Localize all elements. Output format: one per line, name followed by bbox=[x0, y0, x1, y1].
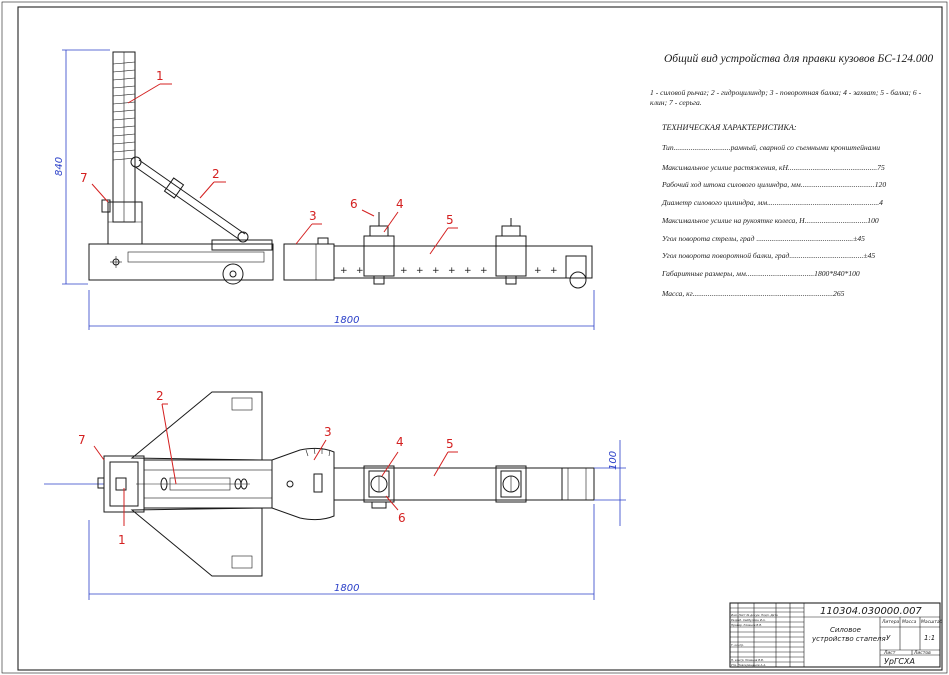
spec-line-diameter: Диаметр силового цилиндра, мм...........… bbox=[661, 198, 883, 207]
top-callout-2: 2 bbox=[156, 389, 164, 403]
title-scale-value: 1:1 bbox=[924, 634, 935, 642]
title-sheet-label: Лист bbox=[883, 650, 896, 656]
spec-line-mass: Масса, кг...............................… bbox=[661, 289, 845, 298]
inner-frame bbox=[17, 6, 943, 671]
top-view: 1 2 3 4 5 6 7 1800 100 bbox=[44, 389, 626, 600]
side-clamp-2 bbox=[495, 218, 527, 285]
title-letter-label: Литера bbox=[881, 619, 900, 625]
top-wing-upper bbox=[130, 391, 263, 461]
side-view: + + + + + + + + + + bbox=[54, 49, 595, 330]
side-wheel-rear bbox=[569, 271, 587, 289]
svg-text:+: + bbox=[356, 266, 364, 276]
spec-line-beam-angle: Угол поворота поворотной балки, град....… bbox=[662, 251, 875, 260]
tb-row-tech-control: Т. контр. bbox=[731, 643, 744, 647]
svg-text:+: + bbox=[448, 266, 456, 276]
title-mass-label: Масса bbox=[902, 619, 917, 625]
spec-line-dimensions: Габаритные размеры, мм..................… bbox=[661, 269, 860, 278]
spec-line-force: Максимальное усилие растяжения, кН......… bbox=[661, 163, 885, 172]
side-height-dimension: 840 bbox=[54, 157, 65, 176]
legend-line-2: клин; 7 - серьга. bbox=[650, 98, 702, 107]
tb-row-header: Изм. Лист № докум. Подп. Дата bbox=[731, 613, 778, 617]
top-long-beam bbox=[333, 467, 563, 501]
tb-row-checker: Провер. Юманов В.В. bbox=[731, 623, 762, 627]
side-callout-6: 6 bbox=[350, 197, 358, 211]
svg-text:+: + bbox=[550, 266, 558, 276]
title-sheets-label: Листов bbox=[913, 650, 931, 656]
top-callout-6: 6 bbox=[398, 511, 406, 525]
tb-row-approved: Утв. Новокрещенов А.А. bbox=[731, 663, 766, 667]
spec-line-type: Тип..............................рамный,… bbox=[662, 143, 880, 152]
side-wheel-front bbox=[222, 263, 244, 285]
spec-line-stroke: Рабочий ход штока силового цилиндра, мм.… bbox=[661, 180, 886, 189]
top-callout-7: 7 bbox=[78, 433, 86, 447]
top-hydraulic-cylinder bbox=[136, 477, 250, 491]
title-block: 110304.030000.007 Силовое устройство ста… bbox=[729, 602, 943, 668]
side-hydraulic-cylinder bbox=[130, 156, 249, 243]
top-clamp-1 bbox=[363, 465, 395, 509]
svg-text:+: + bbox=[340, 266, 348, 276]
top-callout-4: 4 bbox=[396, 435, 404, 449]
side-callout-5: 5 bbox=[446, 213, 454, 227]
side-callout-7: 7 bbox=[80, 171, 88, 185]
organization-name: УрГСХА bbox=[884, 657, 915, 666]
top-dimension-lines bbox=[88, 440, 626, 600]
side-clamp-1 bbox=[363, 212, 395, 285]
drawing-code: 110304.030000.007 bbox=[820, 606, 922, 617]
svg-text:+: + bbox=[416, 266, 424, 276]
top-callout-1: 1 bbox=[118, 533, 126, 547]
svg-text:+: + bbox=[464, 266, 472, 276]
side-callout-4: 4 bbox=[396, 197, 404, 211]
spec-line-wheel-force: Максимальное усилие на рукоятке колеса, … bbox=[661, 216, 879, 225]
top-length-dimension: 1800 bbox=[334, 583, 359, 594]
legend-line-1: 1 - силовой рычаг; 2 - гидроцилиндр; 3 -… bbox=[650, 88, 922, 97]
sheet-title: Общий вид устройства для правки кузовов … bbox=[664, 52, 933, 65]
svg-text:+: + bbox=[534, 266, 542, 276]
side-dimension-lines bbox=[62, 49, 595, 330]
svg-text:+: + bbox=[400, 266, 408, 276]
title-scale-label: Масштаб bbox=[921, 619, 943, 625]
svg-text:+: + bbox=[480, 266, 488, 276]
side-callout-2: 2 bbox=[212, 167, 220, 181]
top-clamp-2 bbox=[495, 465, 527, 503]
top-wing-lower bbox=[130, 507, 263, 577]
drawing-name-line-2: устройство стапеля bbox=[811, 635, 886, 643]
side-long-beam bbox=[333, 245, 593, 279]
side-callout-1: 1 bbox=[156, 69, 164, 83]
spec-panel: Общий вид устройства для правки кузовов … bbox=[650, 52, 933, 298]
top-callout-5: 5 bbox=[446, 437, 454, 451]
side-callout-3: 3 bbox=[309, 209, 317, 223]
drawing-name-line-1: Силовое bbox=[830, 626, 861, 634]
side-base-frame bbox=[88, 243, 274, 281]
top-rotary-beam bbox=[271, 447, 335, 521]
spec-heading: ТЕХНИЧЕСКАЯ ХАРАКТЕРИСТИКА: bbox=[662, 123, 797, 132]
svg-text:+: + bbox=[432, 266, 440, 276]
side-length-dimension: 1800 bbox=[334, 315, 359, 326]
top-width-dimension: 100 bbox=[608, 451, 619, 470]
tb-row-developer: Разраб. Хайбуллин И.А. bbox=[731, 618, 766, 622]
side-rotary-beam bbox=[283, 243, 335, 281]
title-letter-value: У bbox=[886, 634, 891, 642]
top-callout-3: 3 bbox=[324, 425, 332, 439]
spec-line-boom-angle: Угол поворота стрелы, град .............… bbox=[662, 234, 865, 243]
tb-row-norm-control: Н. контр. Юманов В.В. bbox=[731, 658, 764, 662]
